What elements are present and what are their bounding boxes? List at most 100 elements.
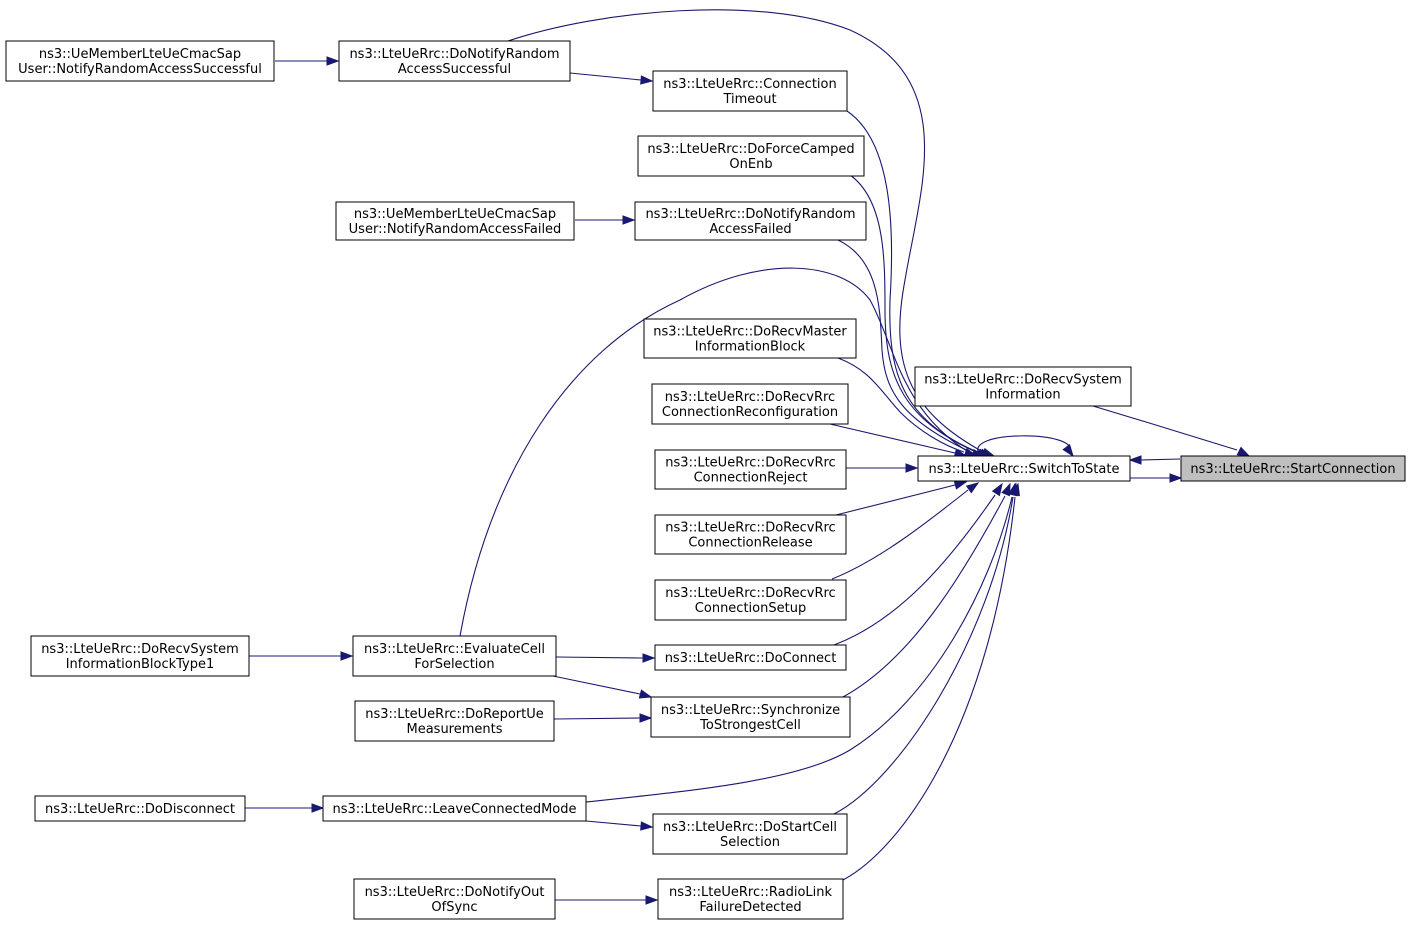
call-edge (552, 675, 653, 699)
node-label: ns3::LteUeRrc::EvaluateCell (364, 642, 545, 657)
call-edge (831, 482, 980, 580)
arrowhead-icon (640, 75, 654, 85)
node-box (650, 696, 851, 738)
node-box (353, 878, 556, 920)
node-cmac-notify-random-access-failed[interactable]: ns3::UeMemberLteUeCmacSapUser::NotifyRan… (335, 201, 575, 241)
node-label: Selection (720, 835, 780, 850)
node-leave-connected-mode[interactable]: ns3::LteUeRrc::LeaveConnectedMode (322, 795, 587, 822)
arrowhead-icon (1128, 455, 1142, 465)
node-box (657, 878, 844, 920)
call-edge (977, 435, 1074, 458)
node-do-recv-rrc-connection-reconfiguration[interactable]: ns3::LteUeRrc::DoRecvRrcConnectionReconf… (651, 383, 849, 425)
node-do-recv-system-information-block-type1[interactable]: ns3::LteUeRrc::DoRecvSystemInformationBl… (30, 635, 250, 677)
call-edge (1092, 405, 1251, 457)
node-box (335, 201, 575, 241)
call-edge (846, 463, 919, 473)
node-label: ns3::UeMemberLteUeCmacSap (39, 47, 241, 62)
edge-line (837, 239, 976, 455)
edge-line (507, 9, 986, 454)
node-cmac-notify-random-access-successful[interactable]: ns3::UeMemberLteUeCmacSapUser::NotifyRan… (5, 40, 275, 82)
call-edge (833, 482, 1003, 646)
call-edge (833, 482, 1019, 815)
node-do-notify-random-access-failed[interactable]: ns3::LteUeRrc::DoNotifyRandomAccessFaile… (634, 201, 867, 241)
call-edge (249, 651, 354, 661)
arrowhead-icon (905, 463, 919, 473)
node-switch-to-state[interactable]: ns3::LteUeRrc::SwitchToState (917, 455, 1131, 482)
node-box (338, 40, 571, 82)
arrowhead-icon (1001, 482, 1011, 497)
edge-line (833, 494, 996, 646)
node-label: ns3::LteUeRrc::DoNotifyOut (365, 885, 545, 900)
node-box (34, 795, 246, 822)
node-do-connect[interactable]: ns3::LteUeRrc::DoConnect (654, 644, 847, 671)
edge-line (553, 717, 641, 720)
edge-line (837, 357, 965, 453)
arrowhead-icon (953, 480, 968, 490)
node-label: Timeout (722, 92, 776, 107)
call-edge (842, 482, 1011, 698)
node-label: ns3::LteUeRrc::DoStartCell (663, 820, 837, 835)
edge-line (831, 489, 969, 580)
node-box (651, 383, 849, 425)
node-do-notify-random-access-successful[interactable]: ns3::LteUeRrc::DoNotifyRandomAccessSucce… (338, 40, 571, 82)
node-label: ns3::LteUeRrc::DoDisconnect (45, 802, 235, 817)
call-edge (245, 803, 325, 813)
node-do-disconnect[interactable]: ns3::LteUeRrc::DoDisconnect (34, 795, 246, 822)
edge-line (842, 496, 1016, 881)
node-label: AccessSuccessful (398, 62, 511, 77)
node-label: ns3::LteUeRrc::DoForceCamped (647, 142, 854, 157)
call-edge (555, 895, 659, 905)
node-box (654, 449, 847, 490)
arrowhead-icon (326, 56, 340, 66)
node-label: ConnectionRelease (688, 536, 812, 551)
edge-line (555, 656, 644, 659)
node-box (5, 40, 275, 82)
arrowhead-icon (640, 821, 654, 831)
edge-line (849, 174, 979, 454)
node-label: OfSync (431, 900, 477, 915)
node-label: ns3::LteUeRrc::DoRecvSystem (924, 373, 1122, 388)
node-start-connection[interactable]: ns3::LteUeRrc::StartConnection (1180, 455, 1406, 482)
node-box (917, 455, 1131, 482)
node-box (322, 795, 587, 822)
arrowhead-icon (645, 895, 659, 905)
node-label: User::NotifyRandomAccessSuccessful (18, 62, 262, 77)
node-label: AccessFailed (709, 222, 791, 237)
node-label: OnEnb (729, 157, 772, 172)
arrowhead-icon (340, 651, 354, 661)
node-box (634, 201, 867, 241)
call-edge (575, 215, 636, 225)
node-label: FailureDetected (699, 900, 801, 915)
node-label: ns3::LteUeRrc::Synchronize (661, 703, 840, 718)
node-label: ns3::LteUeRrc::DoConnect (665, 651, 837, 666)
call-edge (1130, 473, 1183, 483)
edge-line (829, 423, 956, 454)
node-synchronize-to-strongest-cell[interactable]: ns3::LteUeRrc::SynchronizeToStrongestCel… (650, 696, 851, 738)
edge-line (552, 675, 641, 695)
call-edge (1128, 455, 1181, 465)
node-box (637, 135, 865, 177)
node-box (30, 635, 250, 677)
node-box (1180, 455, 1406, 482)
node-label: ConnectionReconfiguration (662, 405, 838, 420)
edge-line (842, 495, 1006, 698)
node-do-recv-rrc-connection-release[interactable]: ns3::LteUeRrc::DoRecvRrcConnectionReleas… (654, 514, 847, 555)
edge-line (977, 435, 1071, 456)
node-do-recv-master-information-block[interactable]: ns3::LteUeRrc::DoRecvMasterInformationBl… (643, 318, 857, 359)
node-label: ns3::LteUeRrc::StartConnection (1190, 462, 1395, 477)
node-label: ns3::LteUeRrc::Connection (663, 77, 836, 92)
node-label: ns3::LteUeRrc::DoRecvSystem (41, 642, 239, 657)
node-label: ns3::UeMemberLteUeCmacSap (354, 207, 556, 222)
node-label: ns3::LteUeRrc::DoRecvRrc (665, 456, 835, 471)
